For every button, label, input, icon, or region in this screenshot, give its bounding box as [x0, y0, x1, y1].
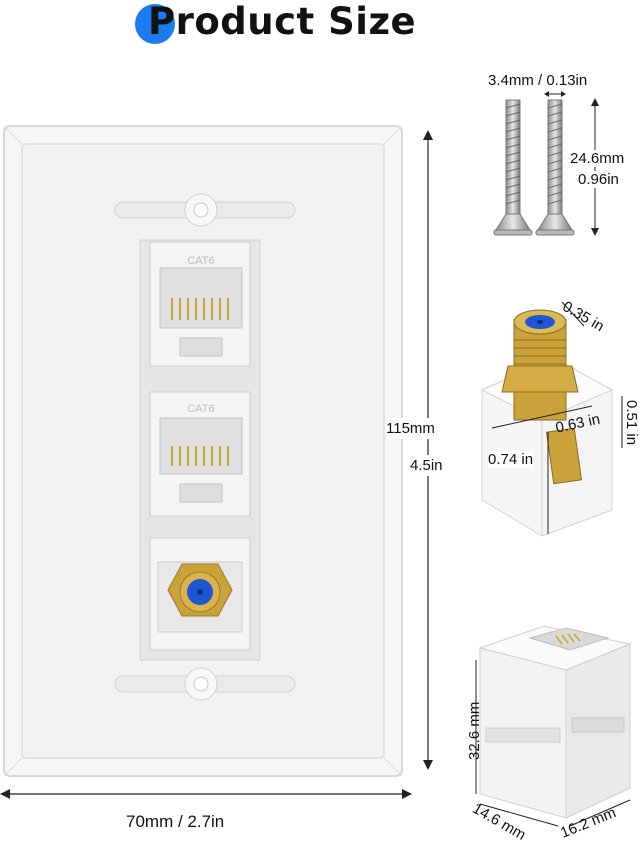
page-title: Product Size — [148, 0, 417, 43]
fconn-dim-d: 0.74 in — [488, 451, 534, 468]
wall-plate-illustration: CAT6 CAT6 — [3, 125, 403, 777]
plate-width: 70mm / 2.7in — [126, 812, 225, 831]
coax-jack — [149, 537, 251, 651]
fconn-dim-c: 0.51 in — [623, 400, 640, 446]
screw-diameter: 3.4mm / 0.13in — [488, 72, 588, 89]
plate-height-arrow — [423, 130, 433, 770]
svg-text:CAT6: CAT6 — [187, 255, 214, 267]
coupler-height: 32.6 mm — [466, 701, 483, 760]
screws-illustration — [493, 91, 599, 236]
svg-text:CAT6: CAT6 — [187, 403, 214, 415]
plate-height-mm: 115mm — [386, 418, 435, 439]
plate-height-in: 4.5in — [410, 455, 443, 476]
title-dot-icon — [135, 4, 175, 44]
f-connector-illustration — [480, 301, 623, 537]
screw-left — [493, 99, 533, 236]
title-banner: Product Size — [120, 0, 520, 48]
keystone-coupler-illustration — [475, 625, 632, 827]
screw-length-in: 0.96in — [578, 171, 619, 188]
screw-length-mm: 24.6mm — [570, 150, 625, 167]
screw-right — [535, 99, 575, 236]
plate-width-arrow — [0, 789, 412, 799]
rj45-jack-middle: CAT6 — [149, 391, 251, 517]
rj45-jack-top: CAT6 — [149, 241, 251, 367]
